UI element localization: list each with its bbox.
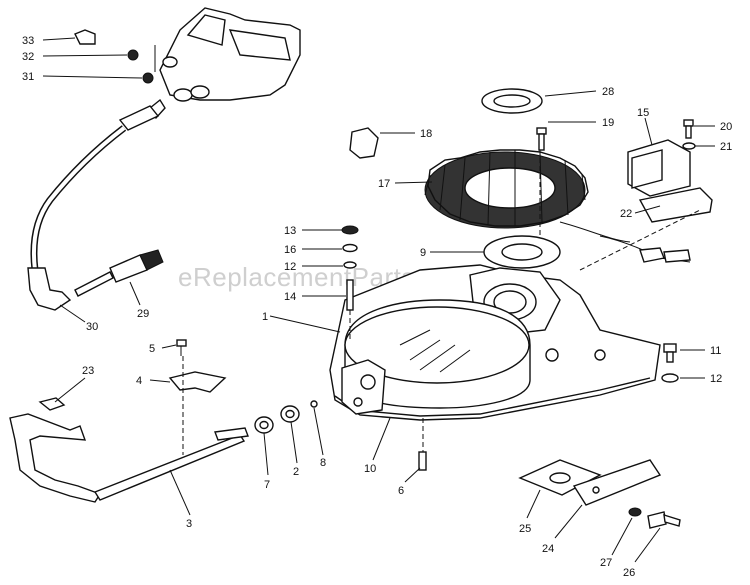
bracket-part-22 [638, 187, 713, 223]
callout-13: 13 [284, 225, 296, 237]
callout-24: 24 [542, 543, 554, 555]
connector-part-18 [349, 127, 379, 159]
flywheel-cover-part-1 [341, 299, 531, 415]
stator-part-17 [424, 149, 631, 243]
nut-part-13 [341, 225, 359, 235]
coil-terminal-part-33 [74, 29, 96, 45]
washer-part-12-lower [661, 373, 679, 383]
washer-part-16 [342, 243, 358, 253]
callout-3: 3 [186, 518, 192, 530]
callout-22: 22 [620, 208, 632, 220]
nut-part-32 [127, 49, 139, 61]
callout-26: 26 [623, 567, 635, 579]
callout-4: 4 [136, 375, 142, 387]
callout-32: 32 [22, 51, 34, 63]
gasket-part-25 [518, 459, 602, 496]
ball-part-8 [310, 400, 318, 408]
stud-part-14 [346, 279, 354, 311]
callout-5: 5 [149, 343, 155, 355]
callout-28: 28 [602, 86, 614, 98]
callout-6: 6 [398, 485, 404, 497]
ignition-coil [159, 7, 301, 102]
callout-15: 15 [637, 107, 649, 119]
callout-12-lower: 12 [710, 373, 722, 385]
callout-25: 25 [519, 523, 531, 535]
callout-30: 30 [86, 321, 98, 333]
callout-20: 20 [720, 121, 732, 133]
washer-part-21 [682, 142, 696, 150]
screw-part-20 [683, 119, 694, 139]
callout-29: 29 [137, 308, 149, 320]
screw-part-11 [663, 343, 677, 363]
callout-27: 27 [600, 557, 612, 569]
callout-23: 23 [82, 365, 94, 377]
bracket-part-23 [38, 397, 66, 411]
clip-part-4 [168, 371, 227, 393]
callout-12-upper: 12 [284, 261, 296, 273]
washer-part-27 [628, 507, 642, 517]
callout-7: 7 [264, 479, 270, 491]
spark-plug-part-29 [74, 249, 164, 297]
callout-10: 10 [364, 463, 376, 475]
callout-19: 19 [602, 117, 614, 129]
callout-21: 21 [720, 141, 732, 153]
callout-31: 31 [22, 71, 34, 83]
callout-16: 16 [284, 244, 296, 256]
callout-14: 14 [284, 291, 296, 303]
callout-11: 11 [710, 345, 721, 357]
callout-8: 8 [320, 457, 326, 469]
leader-lines [42, 37, 715, 563]
callout-2: 2 [293, 466, 299, 478]
nut-part-31 [142, 72, 154, 84]
bushing-part-2 [280, 405, 300, 423]
callout-1: 1 [262, 311, 268, 323]
ring-part-9 [483, 235, 561, 269]
pin-part-6 [418, 451, 427, 471]
control-lever-part-3 [9, 413, 249, 503]
screw-part-26 [647, 511, 681, 529]
spark-plug-wire-part-30 [27, 98, 166, 311]
ring-part-28 [481, 88, 543, 114]
callout-17: 17 [378, 178, 390, 190]
callout-labels: 33 32 31 30 29 5 4 23 3 7 2 8 10 6 1 13 … [22, 35, 732, 579]
washer-part-12-upper [343, 261, 357, 269]
rectifier-part-15 [627, 139, 691, 197]
spacer-part-7 [254, 416, 274, 434]
plate-part-24 [572, 459, 662, 506]
callout-33: 33 [22, 35, 34, 47]
callout-18: 18 [420, 128, 432, 140]
callout-9: 9 [420, 247, 426, 259]
screw-part-5 [176, 339, 187, 356]
screw-part-19 [536, 127, 547, 151]
